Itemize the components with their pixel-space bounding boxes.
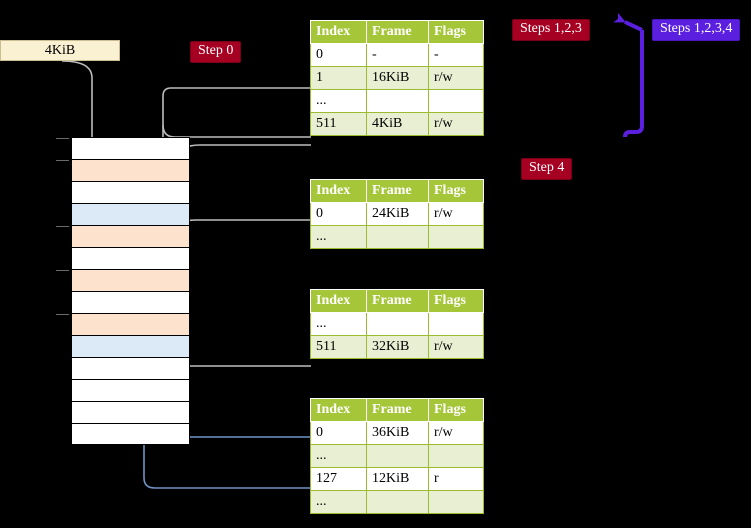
table-cell-flags — [428, 490, 484, 514]
table-cell-flags — [428, 312, 484, 336]
badge-step-4: Step 4 — [521, 158, 573, 180]
table-cell-index: 511 — [310, 335, 367, 359]
table-cell-flags: r/w — [428, 421, 484, 445]
table-row: ... — [310, 490, 484, 514]
column-header-frame: Frame — [366, 289, 429, 313]
memory-frame-row — [71, 335, 190, 357]
table-cell-flags — [428, 444, 484, 468]
frame-size-box: 4KiB — [0, 40, 120, 61]
column-header-index: Index — [310, 289, 367, 313]
table-cell-flags — [428, 89, 484, 113]
table-cell-index: 0 — [310, 421, 367, 445]
table-cell-frame — [366, 444, 429, 468]
memory-frame-row — [71, 181, 190, 203]
table-cell-index: 1 — [310, 66, 367, 90]
table-cell-flags: r/w — [428, 66, 484, 90]
table-cell-index: ... — [310, 225, 367, 249]
table-cell-flags: r/w — [428, 202, 484, 226]
table-cell-frame — [366, 490, 429, 514]
table-cell-frame: 16KiB — [366, 66, 429, 90]
memory-frame-row — [71, 291, 190, 313]
table-cell-frame — [366, 89, 429, 113]
table-cell-flags: r — [428, 467, 484, 491]
column-header-flags: Flags — [428, 179, 484, 203]
table-cell-index: 0 — [310, 43, 367, 67]
column-header-frame: Frame — [366, 398, 429, 422]
memory-frame-row — [56, 225, 190, 247]
table-cell-frame: 12KiB — [366, 467, 429, 491]
wire-level1-to-memory — [177, 219, 311, 270]
memory-row-tick — [56, 314, 69, 315]
table-row: ... — [310, 444, 484, 468]
column-header-index: Index — [310, 398, 367, 422]
table-row: 0-- — [310, 43, 484, 67]
table-cell-index: ... — [310, 444, 367, 468]
memory-row-tick — [56, 138, 69, 139]
table-cell-index: ... — [310, 89, 367, 113]
table-cell-index: ... — [310, 490, 367, 514]
table-row: ... — [310, 89, 484, 113]
table-cell-flags: r/w — [428, 112, 484, 136]
column-header-index: Index — [310, 179, 367, 203]
badge-steps-1-2-3: Steps 1,2,3 — [512, 19, 590, 41]
table-cell-frame: 36KiB — [366, 421, 429, 445]
table-cell-index: ... — [310, 312, 367, 336]
table-cell-frame: 24KiB — [366, 202, 429, 226]
wire-level2-to-memory — [177, 310, 311, 367]
table-cell-frame: 4KiB — [366, 112, 429, 136]
badge-step-0: Step 0 — [190, 41, 242, 63]
table-cell-flags — [428, 225, 484, 249]
badge-steps-1-2-3-4: Steps 1,2,3,4 — [652, 19, 741, 41]
table-cell-frame: 32KiB — [366, 335, 429, 359]
table-cell-index: 127 — [310, 467, 367, 491]
memory-frame-row — [71, 423, 190, 445]
table-row: ... — [310, 225, 484, 249]
column-header-frame: Frame — [366, 179, 429, 203]
column-header-flags: Flags — [428, 20, 484, 44]
table-cell-index: 511 — [310, 112, 367, 136]
table-row: ... — [310, 312, 484, 336]
memory-frame-row — [71, 379, 190, 401]
memory-frame-row — [56, 269, 190, 291]
wire-memory-to-level0 — [173, 144, 311, 158]
violet-arrow-head — [613, 12, 643, 32]
memory-frame-row — [56, 137, 190, 159]
table-cell-frame — [366, 312, 429, 336]
wire-level0-row511-out — [162, 87, 311, 138]
column-header-flags: Flags — [428, 289, 484, 313]
table-cell-index: 0 — [310, 202, 367, 226]
table-cell-flags: - — [428, 43, 484, 67]
frame-size-label: 4KiB — [44, 42, 76, 58]
table-cell-frame: - — [366, 43, 429, 67]
memory-frame-row — [71, 247, 190, 269]
column-header-frame: Frame — [366, 20, 429, 44]
memory-row-tick — [56, 160, 69, 161]
column-header-index: Index — [310, 20, 367, 44]
memory-frame-row — [71, 357, 190, 379]
memory-frame-row — [71, 401, 190, 423]
physical-memory-column — [56, 137, 190, 445]
table-cell-frame — [366, 225, 429, 249]
violet-bracket — [623, 30, 644, 138]
memory-row-tick — [56, 270, 69, 271]
memory-frame-row — [56, 159, 190, 181]
table-cell-flags: r/w — [428, 335, 484, 359]
memory-frame-row — [56, 313, 190, 335]
column-header-flags: Flags — [428, 398, 484, 422]
memory-row-tick — [56, 226, 69, 227]
memory-frame-row — [71, 203, 190, 225]
